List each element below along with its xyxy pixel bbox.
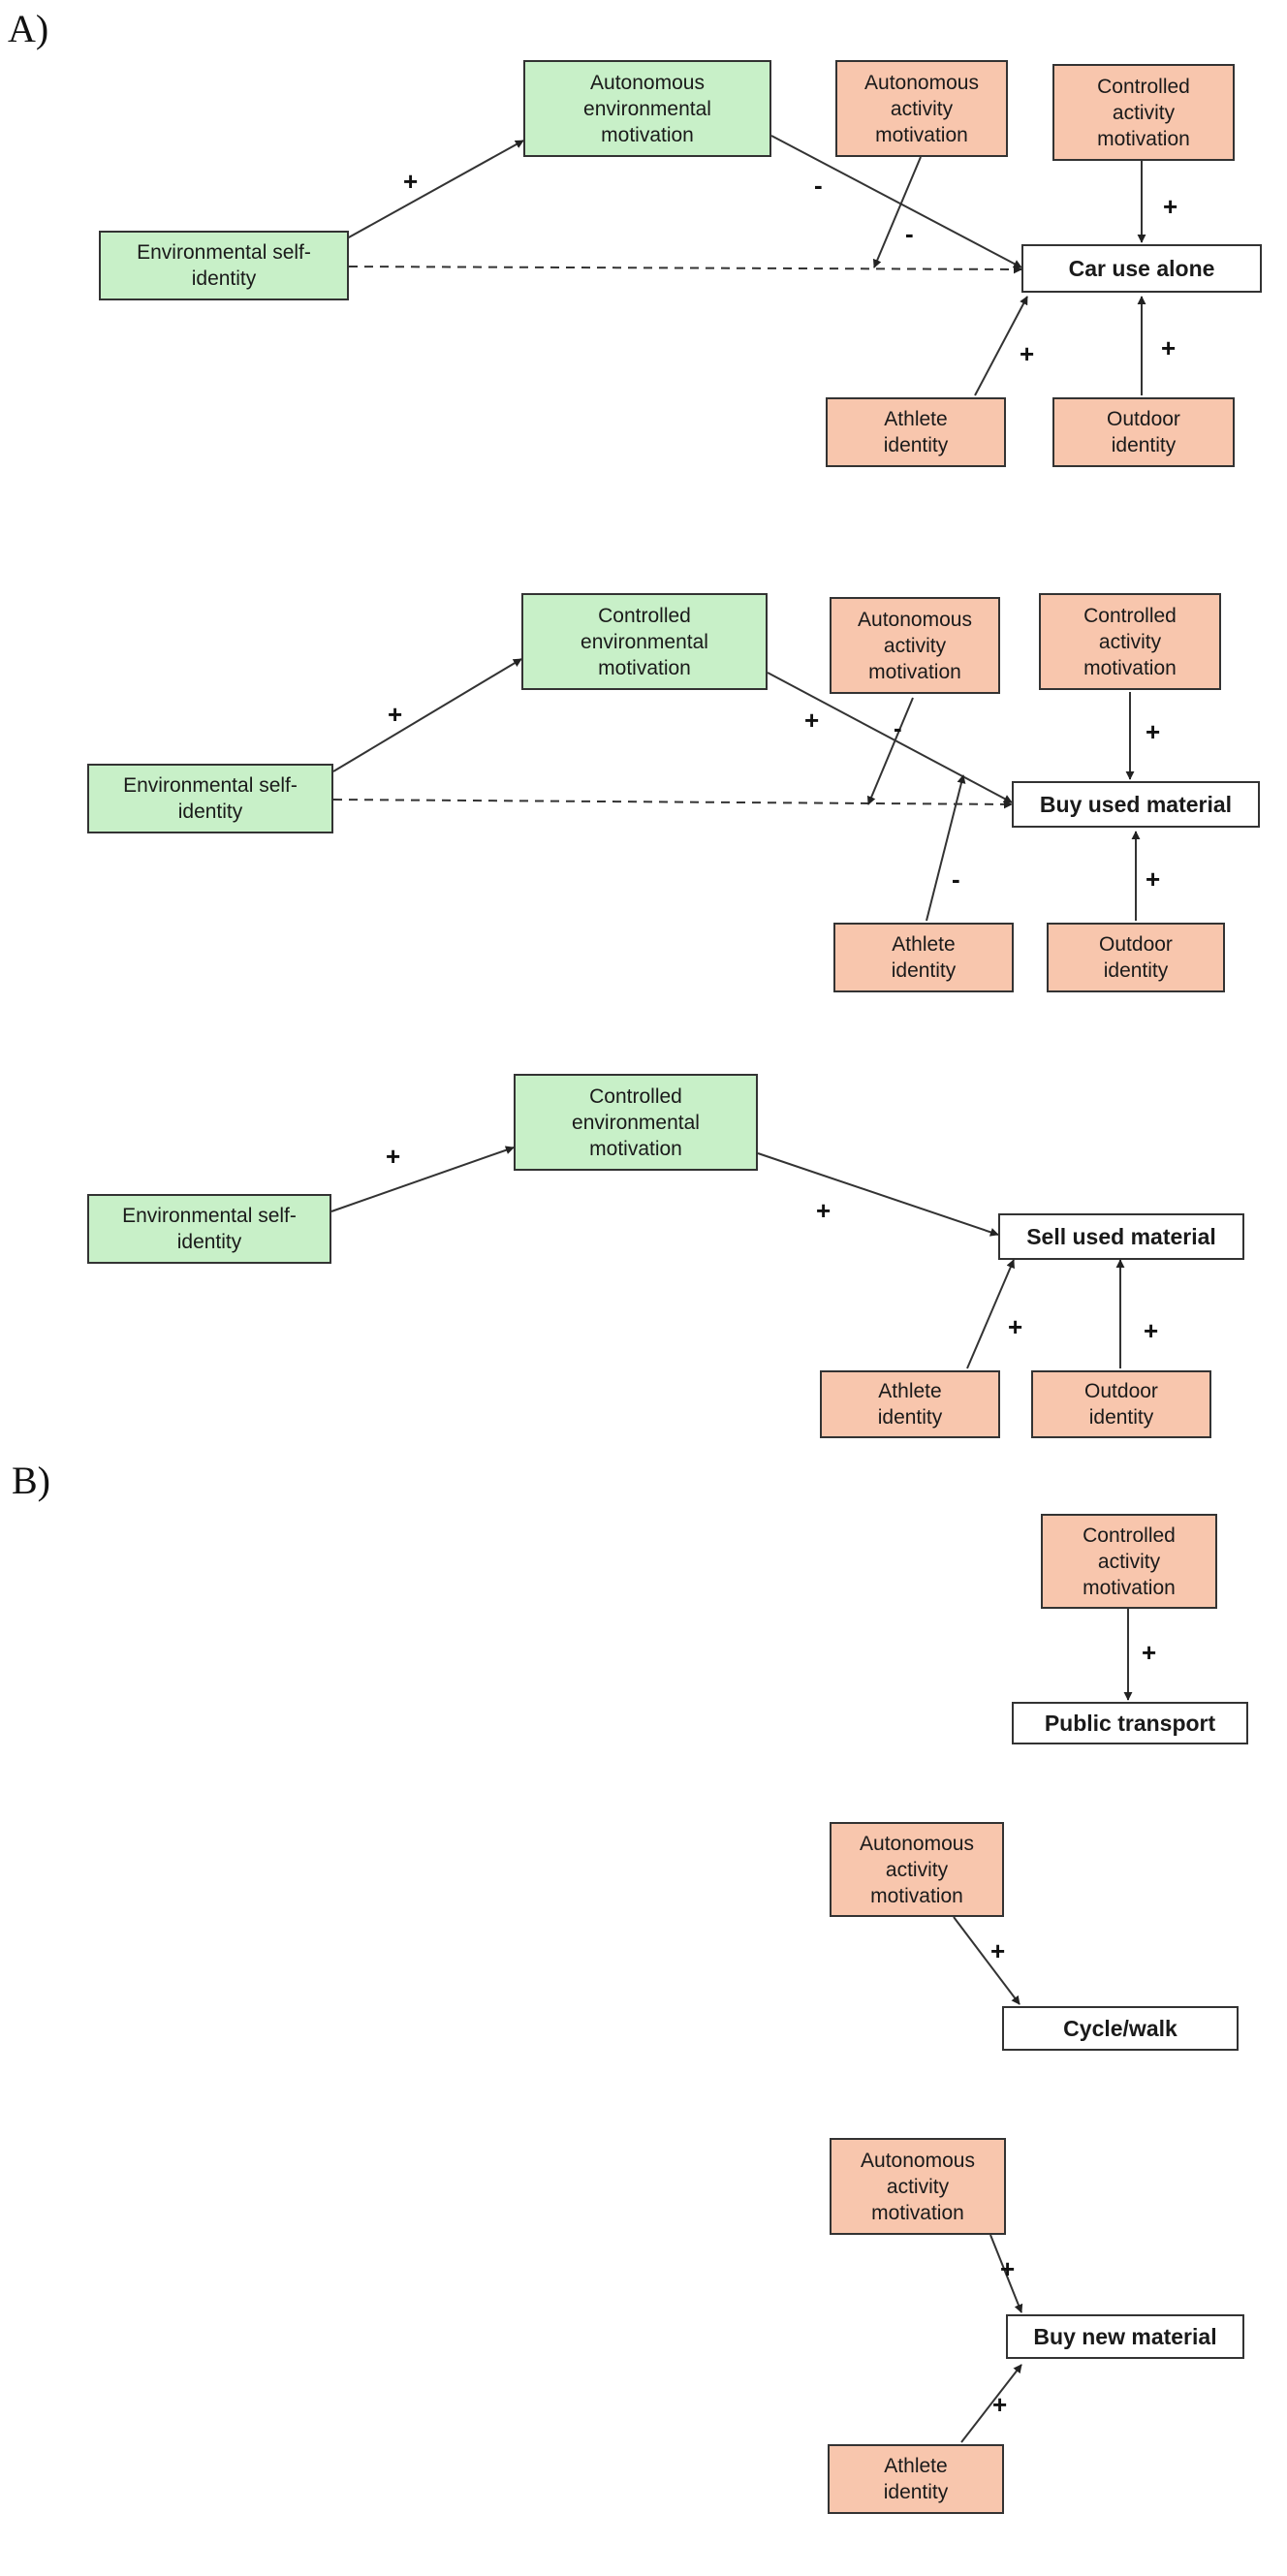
buy-sign-cem-to-outcome: + (804, 706, 820, 735)
car-controlled-activity-motivation-box: Controlled activity motivation (1052, 64, 1235, 161)
bn-athlete-identity-box: Athlete identity (828, 2444, 1004, 2514)
edge-sell-esi-to-cem (330, 1146, 515, 1212)
buy-sign-esi-to-cem: + (388, 700, 403, 729)
pt-sign-cam-to-outcome: + (1142, 1638, 1157, 1667)
buy-outdoor-identity-box: Outdoor identity (1047, 923, 1225, 992)
sell-sign-outdoor-to-outcome: + (1144, 1316, 1159, 1345)
buy-outcome-box: Buy used material (1012, 781, 1260, 828)
car-sign-athlete-to-outcome: + (1020, 339, 1035, 368)
sell-sign-esi-to-cem: + (386, 1142, 401, 1171)
edge-buy-esi-to-cem (332, 658, 522, 772)
edge-cw-aam-to-outcome (953, 1916, 1020, 2005)
sell-sign-athlete-to-outcome: + (1008, 1312, 1023, 1341)
car-outdoor-identity-box: Outdoor identity (1052, 397, 1235, 467)
buy-controlled-env-motivation-box: Controlled environmental motivation (521, 593, 768, 690)
edge-buy-aam-moderation (866, 697, 914, 805)
buy-athlete-identity-box: Athlete identity (833, 923, 1014, 992)
bn-outcome-box: Buy new material (1006, 2314, 1244, 2359)
buy-sign-cam-to-outcome: + (1146, 717, 1161, 746)
car-sign-aem-to-outcome: - (814, 171, 823, 200)
edge-buy-esi-to-outcome-direct (332, 799, 1013, 809)
edge-car-aem-to-outcome (770, 135, 1022, 268)
car-env-self-identity-box: Environmental self- identity (99, 231, 349, 300)
car-sign-esi-to-aem: + (403, 167, 419, 196)
sell-athlete-identity-box: Athlete identity (820, 1370, 1000, 1438)
car-autonomous-activity-motivation-box: Autonomous activity motivation (835, 60, 1008, 157)
edge-car-athlete-to-outcome (974, 296, 1028, 396)
bn-sign-aam-to-outcome: + (1000, 2254, 1016, 2283)
buy-autonomous-activity-motivation-box: Autonomous activity motivation (830, 597, 1000, 694)
section-label-b: B) (12, 1459, 50, 1502)
cw-autonomous-activity-motivation-box: Autonomous activity motivation (830, 1822, 1004, 1917)
pt-controlled-activity-motivation-box: Controlled activity motivation (1041, 1514, 1217, 1609)
sell-sign-cem-to-outcome: + (816, 1196, 832, 1225)
edge-sell-athlete-to-outcome (966, 1259, 1015, 1369)
sell-outcome-box: Sell used material (998, 1213, 1244, 1260)
bn-autonomous-activity-motivation-box: Autonomous activity motivation (830, 2138, 1006, 2235)
pt-outcome-box: Public transport (1012, 1702, 1248, 1744)
buy-env-self-identity-box: Environmental self- identity (87, 764, 333, 833)
car-sign-aam-moderation: - (905, 219, 914, 248)
car-outcome-box: Car use alone (1021, 244, 1262, 293)
cw-outcome-box: Cycle/walk (1002, 2006, 1239, 2051)
cw-sign-aam-to-outcome: + (990, 1936, 1006, 1965)
edge-car-esi-to-aem (346, 140, 524, 239)
edge-car-esi-to-outcome-direct (348, 265, 1022, 274)
buy-controlled-activity-motivation-box: Controlled activity motivation (1039, 593, 1221, 690)
sell-env-self-identity-box: Environmental self- identity (87, 1194, 331, 1264)
edge-buy-cem-to-outcome (767, 672, 1013, 803)
edge-sell-cem-to-outcome (757, 1152, 999, 1237)
buy-sign-athlete-moderation: - (952, 864, 960, 894)
sell-controlled-env-motivation-box: Controlled environmental motivation (514, 1074, 758, 1171)
edge-bn-aam-to-outcome (989, 2234, 1023, 2313)
edge-car-aam-moderation (872, 156, 922, 268)
buy-sign-outdoor-to-outcome: + (1146, 864, 1161, 894)
edge-bn-athlete-to-outcome (960, 2364, 1022, 2443)
car-sign-outdoor-to-outcome: + (1161, 333, 1177, 362)
section-label-a: A) (8, 7, 49, 50)
bn-sign-athlete-to-outcome: + (992, 2390, 1008, 2419)
car-sign-cam-to-outcome: + (1163, 192, 1178, 221)
car-autonomous-env-motivation-box: Autonomous environmental motivation (523, 60, 771, 157)
buy-sign-aam-moderation: - (894, 713, 902, 742)
car-athlete-identity-box: Athlete identity (826, 397, 1006, 467)
edge-buy-athlete-moderation (926, 774, 966, 922)
sell-outdoor-identity-box: Outdoor identity (1031, 1370, 1211, 1438)
